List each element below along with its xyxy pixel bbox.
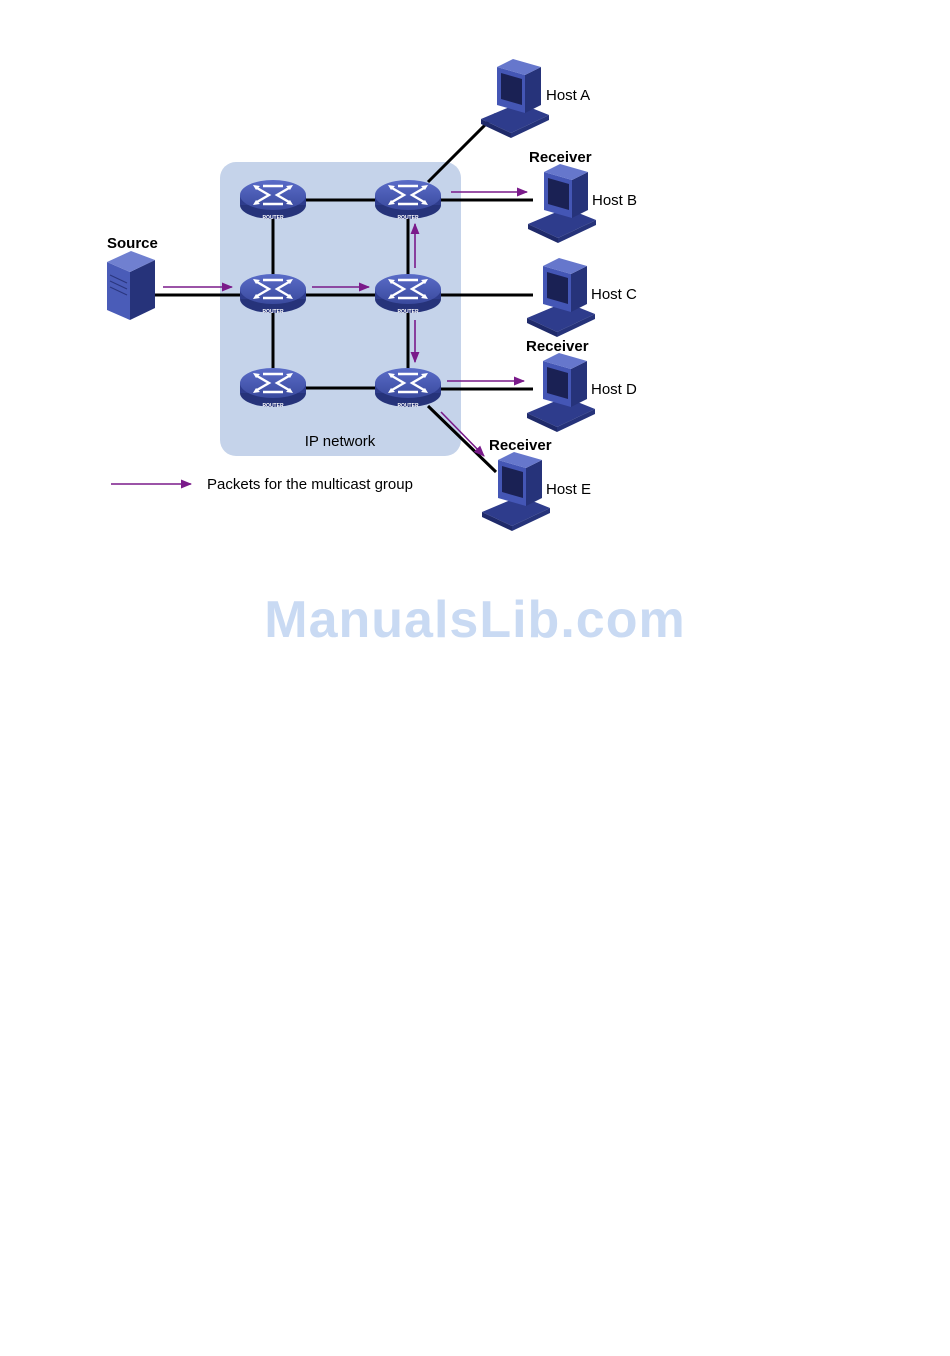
host-d-label: Host D (591, 381, 637, 398)
host-e-label: Host E (546, 481, 591, 498)
host-c-label: Host C (591, 286, 637, 303)
router-caption: ROUTER (397, 403, 419, 409)
host-e-computer-icon (482, 452, 550, 531)
router-icon: ROUTER (240, 368, 306, 409)
receiver-b-label: Receiver (529, 149, 592, 166)
router-caption: ROUTER (262, 309, 284, 315)
router-caption: ROUTER (262, 403, 284, 409)
legend-label: Packets for the multicast group (207, 476, 413, 493)
router-caption: ROUTER (397, 309, 419, 315)
router-icon: ROUTER (375, 368, 441, 409)
host-d-computer-icon (527, 353, 595, 432)
host-a-computer-icon (481, 59, 549, 138)
router-icon: ROUTER (240, 180, 306, 221)
router-caption: ROUTER (397, 215, 419, 221)
host-b-label: Host B (592, 192, 637, 209)
receiver-d-label: Receiver (526, 338, 589, 355)
source-label: Source (107, 235, 158, 252)
router-icon: ROUTER (375, 274, 441, 315)
watermark: ManualsLib.com (0, 590, 950, 650)
receiver-e-label: Receiver (489, 437, 552, 454)
host-b-computer-icon (528, 164, 596, 243)
router-caption: ROUTER (262, 215, 284, 221)
ip-network-label: IP network (305, 433, 376, 450)
router-icon: ROUTER (375, 180, 441, 221)
router-icon: ROUTER (240, 274, 306, 315)
host-a-label: Host A (546, 87, 590, 104)
source-server-icon (107, 251, 155, 320)
host-c-computer-icon (527, 258, 595, 337)
